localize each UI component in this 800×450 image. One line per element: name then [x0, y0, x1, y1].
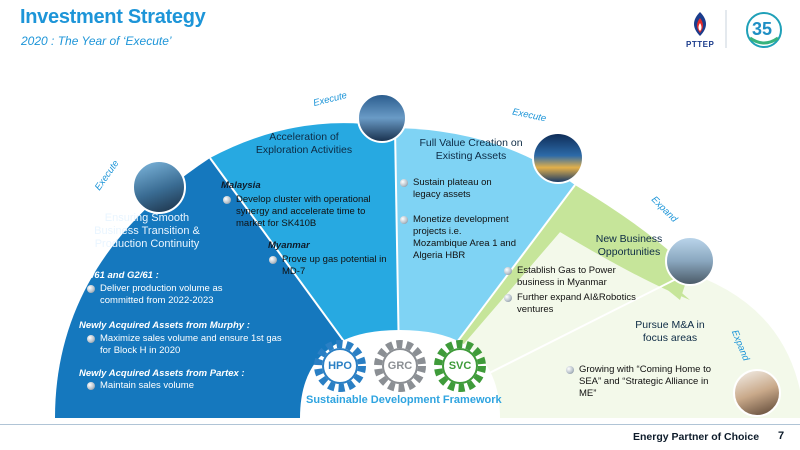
section1-bullet2: Maximize sales volume and ensure 1st gas… — [87, 333, 292, 357]
section1-title: Ensuring Smooth Business Transition & Pr… — [94, 212, 200, 250]
section3-bullet1: Sustain plateau on legacy assets — [400, 177, 520, 201]
footer-divider — [0, 424, 800, 425]
svc-gear-icon — [434, 340, 486, 392]
section4-title: New Business Opportunities — [595, 233, 663, 258]
pttep-logo: 35 PTTEP — [682, 8, 794, 52]
section5-title: Pursue M&A in focus areas — [635, 319, 705, 344]
power-plant-photo — [665, 236, 715, 286]
section3-bullet2: Monetize development projects i.e. Mozam… — [400, 214, 518, 262]
logo-text: PTTEP — [686, 40, 715, 49]
section2-head1: Malaysia — [221, 180, 261, 191]
hpo-gear-icon — [314, 340, 366, 392]
section1-head3: Newly Acquired Assets from Partex : — [79, 368, 245, 379]
page-number: 7 — [778, 430, 785, 442]
footer-tagline: Energy Partner of Choice — [633, 431, 760, 443]
section2-title: Acceleration of Exploration Activities — [255, 131, 353, 156]
grc-gear-icon — [374, 340, 426, 392]
section3-title: Full Value Creation on Existing Assets — [419, 137, 523, 162]
section2-bullet1: Develop cluster with operational synergy… — [223, 194, 381, 230]
section5-bullet1: Growing with “Coming Home to SEA” and “S… — [566, 364, 711, 400]
section1-bullet1: Deliver production volume as committed f… — [87, 283, 262, 307]
page-title: Investment Strategy — [20, 6, 206, 28]
section4-bullet2: Further expand AI&Robotics ventures — [504, 292, 644, 316]
framework-label: Sustainable Development Framework — [306, 394, 502, 406]
section1-bullet3: Maintain sales volume — [87, 380, 262, 392]
platform-night-photo — [532, 132, 584, 184]
section4-bullet1: Establish Gas to Power business in Myanm… — [504, 265, 654, 289]
pttep-flame-icon: 35 — [694, 10, 782, 48]
page-subtitle: 2020 : The Year of ‘Execute’ — [21, 34, 172, 48]
gear-label-hpo: HPO — [328, 360, 352, 372]
section1-slice — [55, 158, 400, 418]
section1-head1: G1/61 and G2/61 : — [79, 270, 159, 281]
workers-photo — [132, 160, 186, 214]
section1-head2: Newly Acquired Assets from Murphy : — [79, 320, 250, 331]
gear-label-svc: SVC — [448, 360, 472, 372]
handshake-photo — [733, 369, 781, 417]
gears-group — [314, 340, 486, 392]
anniversary-number: 35 — [752, 19, 772, 39]
gear-label-grc: GRC — [387, 360, 413, 372]
offshore-rig-photo — [357, 93, 407, 143]
section2-head2: Myanmar — [268, 240, 310, 251]
section2-bullet2: Prove up gas potential in MD-7 — [269, 254, 387, 278]
